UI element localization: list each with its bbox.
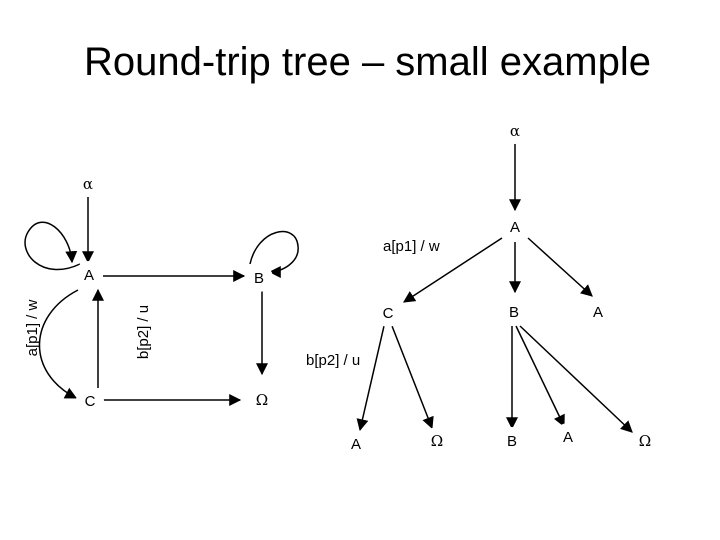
left-edge-label-b: b[p2] / u xyxy=(135,305,152,359)
tree-node-C: C xyxy=(374,299,402,327)
tree-edge-A-C xyxy=(402,237,503,303)
tree-node-A2: A xyxy=(584,298,612,326)
leaf-A2-text: A xyxy=(563,429,573,446)
tree-edge-A-A2 xyxy=(527,237,593,297)
tree-edge-B-A xyxy=(515,325,565,428)
tree-node-alpha: α xyxy=(502,118,528,144)
tree-edge-label-a: a[p1] / w xyxy=(383,238,440,255)
tree-leaf-omega-2: Ω xyxy=(631,427,659,455)
self-loop-B xyxy=(249,230,299,278)
tree-leaf-omega-1: Ω xyxy=(423,427,451,455)
tree-alpha-text: α xyxy=(510,122,520,140)
self-loop-A xyxy=(24,221,81,271)
left-alpha-text: α xyxy=(83,175,93,193)
left-node-alpha: α xyxy=(75,171,101,197)
left-node-C: C xyxy=(76,387,104,415)
tree-edge-B-omega xyxy=(519,325,633,433)
slide-title: Round-trip tree – small example xyxy=(84,40,651,84)
edge-A-to-C-left xyxy=(38,289,79,399)
left-B-text: B xyxy=(254,270,264,287)
tree-A2-text: A xyxy=(593,304,603,321)
tree-edge-C-omega xyxy=(391,325,434,430)
tree-leaf-A: A xyxy=(342,430,370,458)
tree-leaf-A2: A xyxy=(554,423,582,451)
tree-node-B: B xyxy=(500,298,528,326)
left-A-text: A xyxy=(84,267,94,284)
tree-C-text: C xyxy=(383,305,394,322)
tree-B-text: B xyxy=(509,304,519,321)
leaf-A-text: A xyxy=(351,436,361,453)
tree-edge-C-A xyxy=(356,325,385,432)
left-node-omega: Ω xyxy=(248,386,276,414)
left-omega-text: Ω xyxy=(256,391,268,409)
tree-edge-label-b: b[p2] / u xyxy=(306,352,360,369)
tree-A-text: A xyxy=(510,219,520,236)
left-edge-label-a: a[p1] / w xyxy=(24,299,41,356)
tree-leaf-B: B xyxy=(498,427,526,455)
left-node-B: B xyxy=(245,264,273,292)
tree-node-A: A xyxy=(501,213,529,241)
leaf-omega2-text: Ω xyxy=(639,432,651,450)
left-node-A: A xyxy=(75,261,103,289)
left-C-text: C xyxy=(85,393,96,410)
leaf-B-text: B xyxy=(507,433,517,450)
leaf-omega1-text: Ω xyxy=(431,432,443,450)
